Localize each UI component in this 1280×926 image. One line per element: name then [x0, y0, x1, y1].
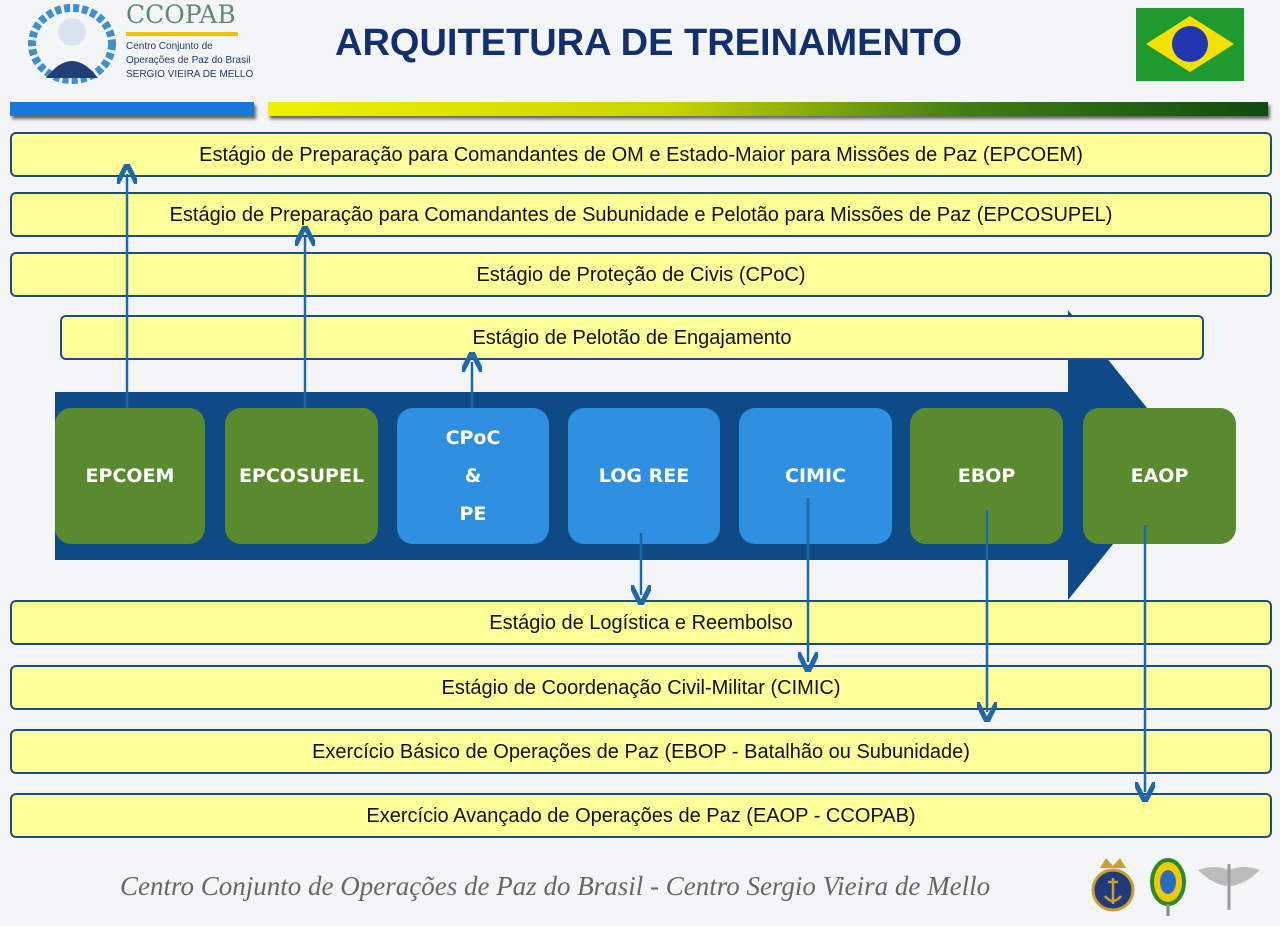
- un-emblem-logo: [24, 4, 120, 84]
- module-ebop: EBOP: [910, 408, 1063, 544]
- module-eaop: EAOP: [1083, 408, 1236, 544]
- header-stripe-gradient: [268, 102, 1268, 116]
- stage-eaop: Exercício Avançado de Operações de Paz (…: [10, 793, 1272, 838]
- footer-text: Centro Conjunto de Operações de Paz do B…: [120, 871, 991, 901]
- brazil-flag-icon: [1136, 8, 1244, 81]
- stage-epcosupel: Estágio de Preparação para Comandantes d…: [10, 192, 1272, 237]
- module-epcoem: EPCOEM: [55, 408, 205, 544]
- stage-cimic: Estágio de Coordenação Civil-Militar (CI…: [10, 665, 1272, 710]
- logo-name: CCOPAB: [126, 0, 236, 29]
- stage-epcoem: Estágio de Preparação para Comandantes d…: [10, 132, 1272, 177]
- module-log-ree: LOG REE: [568, 408, 720, 544]
- header-stripe-blue: [10, 102, 254, 116]
- stage-cpoc: Estágio de Proteção de Civis (CPoC): [10, 252, 1272, 297]
- logo-line-3: SERGIO VIEIRA DE MELLO: [126, 69, 254, 80]
- stage-ebop: Exercício Básico de Operações de Paz (EB…: [10, 729, 1272, 774]
- logo-divider: [126, 32, 238, 36]
- air-force-emblem-icon: [1196, 860, 1262, 912]
- module-cimic: CIMIC: [739, 408, 892, 544]
- module-cpoc-pe: CPoC & PE: [397, 408, 549, 544]
- stage-logistica: Estágio de Logística e Reembolso: [10, 600, 1272, 645]
- logo-line-2: Operações de Paz do Brasil: [126, 55, 251, 66]
- stage-pelotao-engajamento: Estágio de Pelotão de Engajamento: [60, 315, 1204, 360]
- module-epcosupel: EPCOSUPEL: [225, 408, 378, 544]
- logo-line-1: Centro Conjunto de: [126, 41, 213, 52]
- navy-emblem-icon: [1090, 854, 1136, 916]
- page-title: ARQUITETURA DE TREINAMENTO: [335, 22, 962, 64]
- army-emblem-icon: [1148, 852, 1188, 918]
